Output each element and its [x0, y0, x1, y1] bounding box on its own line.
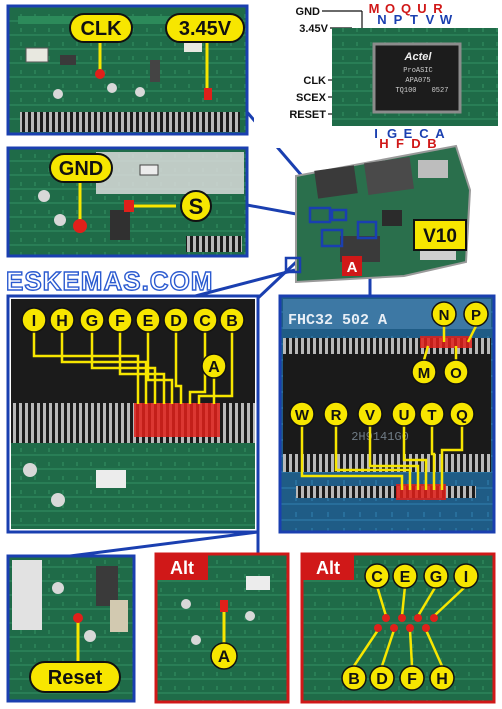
pin-label-H: H — [379, 136, 388, 151]
alt-tag-1: Alt — [170, 558, 194, 578]
reset-label: Reset — [48, 667, 103, 689]
pin-label-A: A — [435, 126, 445, 141]
board-marker-clk — [308, 206, 332, 224]
chip-gnd-label: GND — [296, 6, 321, 18]
gnd-point — [73, 219, 87, 233]
alt-a-point — [220, 600, 228, 612]
voltage-point — [204, 88, 212, 100]
chip-line-4: 0527 — [432, 87, 449, 95]
pin-label-T: T — [410, 12, 418, 27]
panel-alt-pins: Alt C E G I B — [300, 552, 496, 704]
chip-clk-label: CLK — [303, 75, 326, 87]
panel-reset: Reset — [6, 554, 136, 703]
scex-label: S — [189, 194, 204, 219]
pin-label-F: F — [396, 136, 404, 151]
panel-left-connector: I H G F E D C B A — [6, 294, 260, 534]
board-marker-reset — [284, 256, 302, 274]
actel-chip — [372, 42, 462, 114]
connector-label-U: U — [399, 407, 410, 424]
connector-label-A: A — [208, 359, 220, 376]
eskemas-watermark: ESKEMAS.COM — [6, 266, 213, 296]
clk-point — [95, 69, 105, 79]
alt-label-I: I — [464, 569, 468, 586]
pin-label-W: W — [440, 12, 453, 27]
alt-label-D: D — [376, 671, 388, 688]
pin-label-E: E — [404, 126, 413, 141]
board-point-a-label: A — [347, 259, 358, 276]
pin-label-D: D — [411, 136, 420, 151]
pin-label-C: C — [419, 126, 429, 141]
panel-clk-voltage: CLK 3.45V — [6, 4, 249, 136]
board-marker-right-connector — [356, 220, 378, 240]
pcb-silkscreen-text: FHC32 502 A — [288, 312, 387, 329]
main-board-photo: V10 A — [284, 144, 472, 284]
alt-label-C: C — [371, 569, 383, 586]
connector-label-R: R — [331, 407, 342, 424]
chip-brand: Actel — [404, 51, 433, 63]
connector-label-G: G — [86, 313, 98, 330]
connector-label-F: F — [115, 313, 125, 330]
left-connector-red-pins — [134, 403, 220, 437]
pin-label-R: R — [433, 1, 443, 16]
board-version-label: V10 — [423, 226, 457, 247]
board-marker-left-connector — [320, 228, 344, 248]
connector-label-V: V — [365, 407, 375, 424]
connector-label-P: P — [471, 307, 481, 324]
alt-a-label: A — [218, 647, 230, 666]
chip-marking-text: 2H9141G0 — [351, 430, 409, 444]
connector-label-T: T — [427, 407, 436, 424]
connector-label-C: C — [199, 313, 211, 330]
connector-label-W: W — [295, 407, 310, 424]
pin-label-O: O — [385, 1, 395, 16]
alt-label-B: B — [348, 671, 360, 688]
pin-label-V: V — [426, 12, 435, 27]
alt-label-E: E — [400, 569, 411, 586]
chip-line-3: TQ100 — [395, 87, 416, 95]
alt-label-H: H — [436, 671, 448, 688]
pin-label-B: B — [427, 136, 436, 151]
panel-right-connector: FHC32 502 A 2H9141G0 N P M O — [278, 294, 496, 534]
alt-tag-2: Alt — [316, 558, 340, 578]
panel-gnd-scex: GND S — [6, 146, 249, 258]
pin-label-M: M — [369, 1, 380, 16]
gnd-label: GND — [59, 158, 103, 180]
connector-label-E: E — [143, 313, 154, 330]
scex-point — [124, 200, 134, 212]
alt-label-G: G — [430, 569, 442, 586]
pin-label-G: G — [387, 126, 397, 141]
panel-alt-a: Alt A — [154, 552, 290, 704]
connector-label-N: N — [439, 307, 450, 324]
chip-line-1: ProASIC — [403, 67, 432, 75]
connector-label-Q: Q — [456, 407, 468, 424]
pin-label-P: P — [394, 12, 403, 27]
chip-voltage-label: 3.45V — [299, 23, 328, 35]
chip-reset-label: RESET — [289, 109, 326, 121]
alt-label-F: F — [407, 671, 417, 688]
connector-label-D: D — [170, 313, 182, 330]
panel-chip-pinout: M O Q U R N P T V W GND 3.45V CLK SCEX R… — [254, 0, 502, 151]
connector-label-H: H — [56, 313, 68, 330]
chip-scex-label: SCEX — [296, 92, 327, 104]
pin-label-Q: Q — [401, 1, 411, 16]
clk-label: CLK — [80, 18, 122, 40]
reset-point — [73, 613, 83, 623]
connector-label-M: M — [418, 365, 431, 382]
board-marker-gnd — [330, 208, 348, 222]
pin-label-U: U — [417, 1, 426, 16]
connector-label-O: O — [450, 365, 462, 382]
chip-line-2: APA075 — [405, 77, 430, 85]
voltage-label: 3.45V — [179, 18, 232, 40]
connector-label-B: B — [226, 313, 238, 330]
pin-label-I: I — [374, 126, 378, 141]
connector-label-I: I — [32, 313, 36, 330]
pin-label-N: N — [377, 12, 386, 27]
